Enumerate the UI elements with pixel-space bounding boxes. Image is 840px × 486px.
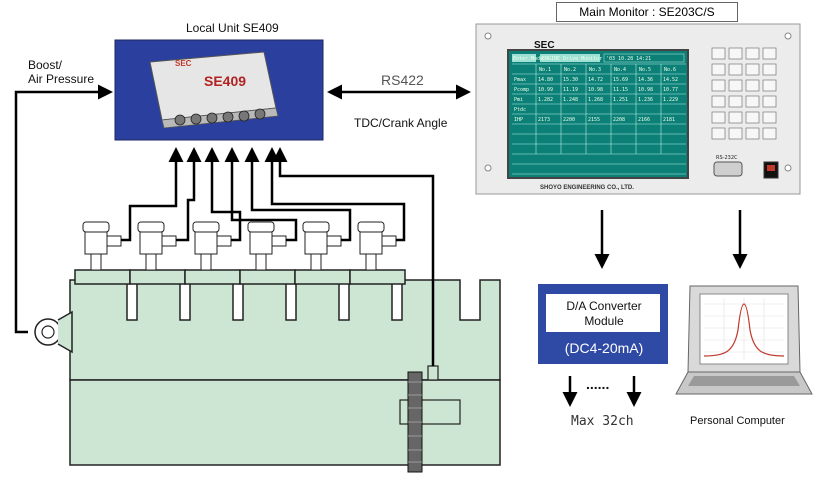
screen-cell: 1.248	[563, 97, 578, 103]
screen-row-name: Pcomp	[514, 87, 529, 93]
monitor-keypad	[711, 47, 777, 140]
engine-block	[34, 269, 501, 473]
screen-row-name: Pmax	[514, 77, 526, 83]
personal-computer	[675, 285, 813, 395]
max-channels-label: Max 32ch	[571, 414, 634, 429]
screen-cell: 2200	[563, 117, 575, 123]
signal-line-cyl2	[176, 147, 202, 242]
screen-cell: 14.80	[538, 77, 553, 83]
da-label-line1: D/A Converter	[566, 299, 642, 313]
screen-cell: 10.99	[538, 87, 553, 93]
local-unit-se409: SEC SE409	[114, 39, 324, 141]
screen-cell: 15.30	[563, 77, 578, 83]
screen-cell: 2155	[588, 117, 600, 123]
screen-cell: 1.282	[538, 97, 553, 103]
signal-line-cyl1	[121, 147, 184, 242]
pressure-sensor	[137, 221, 177, 271]
sensor-signal-lines	[14, 84, 435, 366]
screen-col-header: No.5	[639, 67, 651, 73]
pc-screen-grid	[704, 298, 784, 360]
da-label-line2: Module	[584, 314, 624, 328]
signal-line-cyl6	[264, 147, 406, 242]
da-label-line3: (DC4-20mA)	[564, 340, 644, 356]
rs232c-port	[713, 161, 743, 177]
local-unit-connectors	[174, 108, 266, 126]
screen-cell: 1.229	[663, 97, 678, 103]
screen-col-header: No.4	[614, 67, 626, 73]
screen-cell: 10.77	[663, 87, 678, 93]
output-ellipsis: ......	[586, 376, 610, 392]
screen-grid	[512, 63, 686, 175]
screen-row-name: Pmi	[514, 97, 523, 103]
personal-computer-label: Personal Computer	[690, 415, 785, 427]
screen-cell: 14.52	[663, 77, 678, 83]
main-monitor-panel: SEC Enter.Mode ENGINE Drive Mon	[475, 23, 801, 195]
boost-label-line2: Air Pressure	[28, 72, 95, 86]
signal-line-cyl3	[204, 147, 242, 242]
screen-cell: 2208	[613, 117, 625, 123]
local-unit-brand: SEC	[175, 59, 192, 68]
screen-cell: 11.15	[613, 87, 628, 93]
screen-tab-date: '03 10.28 14:21	[606, 56, 651, 62]
main-monitor-label: Main Monitor : SE203C/S	[556, 2, 738, 22]
crank-angle-sensor	[427, 365, 439, 381]
screen-cell: 14.72	[588, 77, 603, 83]
screen-col-header: No.3	[589, 67, 601, 73]
screen-cell: 14.36	[638, 77, 653, 83]
tdc-signal-line	[272, 147, 435, 366]
screen-col-header: No.1	[539, 67, 551, 73]
screen-cell: 10.98	[638, 87, 653, 93]
boost-label-line1: Boost/	[28, 58, 63, 72]
pressure-sensor	[247, 221, 287, 271]
boost-signal-line	[14, 84, 113, 334]
pressure-sensors	[82, 221, 397, 271]
pressure-sensor	[302, 221, 342, 271]
signal-line-cyl4	[224, 147, 298, 242]
local-unit-label: Local Unit SE409	[186, 21, 279, 35]
cylinder-heads	[74, 269, 406, 285]
signal-line-cyl5	[244, 147, 352, 242]
pressure-sensor	[192, 221, 232, 271]
screen-tab-title: ENGINE Drive Monitor	[542, 56, 602, 62]
monitor-brand: SEC	[534, 40, 555, 51]
monitor-maker: SHOYO ENGINEERING CO., LTD.	[540, 185, 634, 191]
pressure-sensor	[82, 221, 122, 271]
da-converter-module	[538, 284, 668, 364]
screen-cell: 1.236	[638, 97, 653, 103]
screen-col-header: No.6	[664, 67, 676, 73]
screen-cell: 11.19	[563, 87, 578, 93]
screen-row-name: Ptdc	[514, 107, 526, 113]
screen-cell: 2166	[638, 117, 650, 123]
screen-cell: 2173	[538, 117, 550, 123]
rs232c-label: RS-232C	[716, 155, 738, 161]
engine-upper-body	[69, 279, 501, 381]
tdc-label: TDC/Crank Angle	[354, 116, 448, 130]
screen-cell: 15.69	[613, 77, 628, 83]
screen-cell: 10.98	[588, 87, 603, 93]
local-unit-model: SE409	[204, 73, 246, 89]
pressure-sensor	[357, 221, 397, 271]
pressure-curve	[703, 303, 785, 357]
screen-cell: 1.251	[613, 97, 628, 103]
screen-cell: 1.268	[588, 97, 603, 103]
rs422-label: RS422	[381, 72, 424, 88]
screen-cell: 2181	[663, 117, 675, 123]
screen-col-header: No.2	[564, 67, 576, 73]
screen-tab-mode: Enter.Mode	[513, 56, 543, 62]
screen-row-name: IHP	[514, 117, 523, 123]
